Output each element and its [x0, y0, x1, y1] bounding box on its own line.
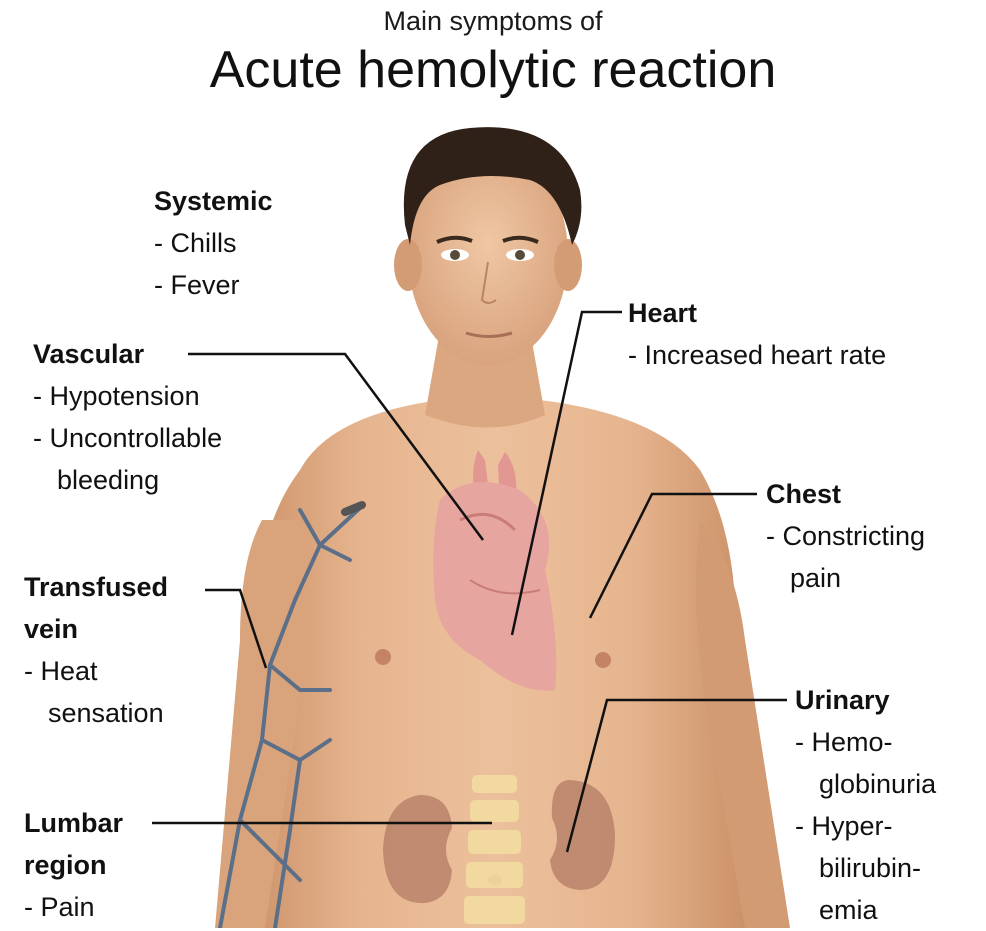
- urinary-label: Urinary - Hemo- globinuria - Hyper- bili…: [795, 679, 936, 931]
- transfused-vein-heading: Transfused: [24, 566, 168, 608]
- lumbar-item: - Pain: [24, 886, 123, 928]
- chest-label: Chest - Constricting pain: [766, 473, 925, 599]
- lumbar-label: Lumbar region - Pain: [24, 802, 123, 928]
- systemic-heading: Systemic: [154, 180, 273, 222]
- chest-item: - Constricting: [766, 515, 925, 557]
- systemic-item: - Fever: [154, 264, 273, 306]
- lumbar-heading: Lumbar: [24, 802, 123, 844]
- chest-heading: Chest: [766, 473, 925, 515]
- heart-heading: Heart: [628, 292, 886, 334]
- vascular-label: Vascular - Hypotension - Uncontrollable …: [33, 333, 222, 501]
- vascular-item: bleeding: [33, 459, 222, 501]
- chest-item: pain: [766, 557, 925, 599]
- left-kidney: [383, 795, 452, 903]
- transfused-vein-item: - Heat: [24, 650, 168, 692]
- urinary-item: globinuria: [795, 763, 936, 805]
- urinary-item: bilirubin-: [795, 847, 936, 889]
- vascular-heading: Vascular: [33, 333, 222, 375]
- urinary-item: emia: [795, 889, 936, 931]
- vascular-item: - Uncontrollable: [33, 417, 222, 459]
- transfused-vein-heading: vein: [24, 608, 168, 650]
- vascular-item: - Hypotension: [33, 375, 222, 417]
- heart-item: - Increased heart rate: [628, 334, 886, 376]
- urinary-item: - Hyper-: [795, 805, 936, 847]
- transfused-vein-item: sensation: [24, 692, 168, 734]
- systemic-label: Systemic - Chills - Fever: [154, 180, 273, 306]
- urinary-item: - Hemo-: [795, 721, 936, 763]
- heart-label: Heart - Increased heart rate: [628, 292, 886, 376]
- lumbar-heading: region: [24, 844, 123, 886]
- urinary-heading: Urinary: [795, 679, 936, 721]
- systemic-item: - Chills: [154, 222, 273, 264]
- transfused-vein-label: Transfused vein - Heat sensation: [24, 566, 168, 734]
